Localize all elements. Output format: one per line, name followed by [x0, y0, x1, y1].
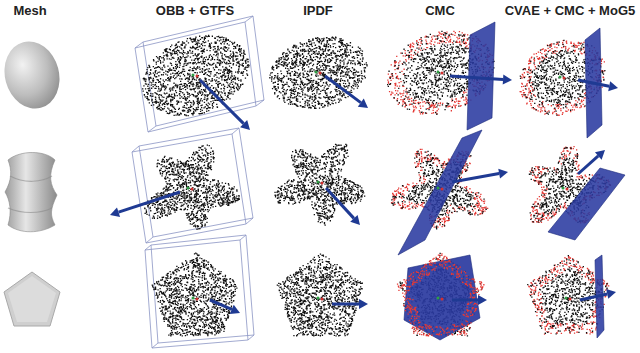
mesh-twisted: [5, 153, 57, 232]
center-marker: [191, 188, 194, 191]
axis-arrow: [326, 188, 354, 218]
center-marker: [437, 187, 440, 190]
bounding-box-edge: [232, 128, 239, 134]
point-cloud: [152, 252, 238, 336]
bounding-box-edge: [146, 237, 153, 243]
axis-arrowhead: [359, 299, 368, 309]
bounding-box-edge: [145, 245, 151, 250]
point-cloud-red: [397, 253, 485, 336]
center-marker: [562, 187, 565, 190]
bounding-box-edge: [152, 343, 158, 348]
mesh-ellipsoid: [0, 35, 67, 115]
axis-arrowhead: [230, 305, 240, 314]
axis-arrow: [450, 76, 503, 79]
bounding-box: [143, 16, 264, 126]
center-marker: [321, 298, 324, 301]
bounding-box-edge: [246, 218, 253, 224]
center-marker: [566, 188, 569, 191]
axis-arrowhead: [240, 120, 250, 130]
axis-arrow: [325, 76, 361, 103]
bounding-box-edge: [135, 42, 143, 48]
axis-arrowhead: [110, 207, 120, 217]
center-marker: [569, 298, 572, 301]
column-header: IPDF: [303, 3, 333, 19]
center-marker: [437, 297, 440, 300]
axis-arrow: [578, 156, 598, 174]
axis-arrowhead: [608, 81, 618, 91]
axis-arrowhead: [595, 150, 605, 160]
axis-arrowhead: [503, 74, 512, 84]
bounding-box-edge: [148, 126, 156, 132]
center-marker: [192, 297, 195, 300]
axis-arrow: [332, 303, 359, 306]
center-marker: [559, 76, 562, 79]
center-marker: [441, 188, 444, 191]
point-cloud: [274, 144, 365, 226]
axis-arrowhead: [478, 295, 487, 305]
point-cloud: [144, 144, 240, 230]
center-marker: [437, 71, 440, 74]
bounding-box-edge: [245, 16, 253, 22]
bounding-box: [132, 134, 246, 243]
center-marker: [192, 74, 195, 77]
center-marker: [187, 187, 190, 190]
symmetry-plane: [398, 130, 482, 255]
symmetry-plane: [404, 255, 480, 340]
bounding-box: [151, 235, 254, 343]
axis-arrowhead: [358, 99, 368, 108]
bounding-box-edge: [132, 146, 139, 152]
bounding-box: [139, 128, 253, 237]
axis-arrow: [200, 80, 244, 124]
mesh-pentagon: [4, 272, 60, 326]
bounding-box: [145, 240, 248, 348]
symmetry-plane: [548, 168, 625, 240]
center-marker: [565, 297, 568, 300]
point-cloud: [269, 36, 367, 109]
axis-arrow: [578, 80, 609, 86]
axis-arrowhead: [498, 169, 508, 179]
axis-arrowhead: [606, 289, 616, 299]
center-marker: [196, 298, 199, 301]
bounding-box-edge: [256, 100, 264, 106]
axis-arrow: [452, 299, 478, 302]
center-marker: [321, 182, 324, 185]
bounding-box: [135, 22, 256, 132]
axis-arrow: [119, 192, 180, 212]
axis-arrow: [580, 294, 607, 300]
point-cloud: [277, 254, 363, 337]
center-marker: [317, 297, 320, 300]
axis-arrow: [452, 174, 499, 182]
center-marker: [319, 72, 322, 75]
center-marker: [317, 181, 320, 184]
bounding-box-edge: [240, 235, 246, 240]
center-marker: [196, 75, 199, 78]
column-header: CMC: [425, 3, 455, 19]
column-header: Mesh: [13, 3, 46, 19]
column-header: OBB + GTFS: [156, 3, 234, 19]
point-cloud: [142, 35, 250, 117]
axis-arrow: [210, 300, 232, 309]
column-header: CVAE + CMC + MoG5: [505, 3, 636, 19]
bounding-box-edge: [248, 335, 254, 340]
axis-arrowhead: [350, 215, 360, 225]
center-marker: [315, 71, 318, 74]
center-marker: [563, 77, 566, 80]
center-marker: [441, 72, 444, 75]
center-marker: [441, 298, 444, 301]
